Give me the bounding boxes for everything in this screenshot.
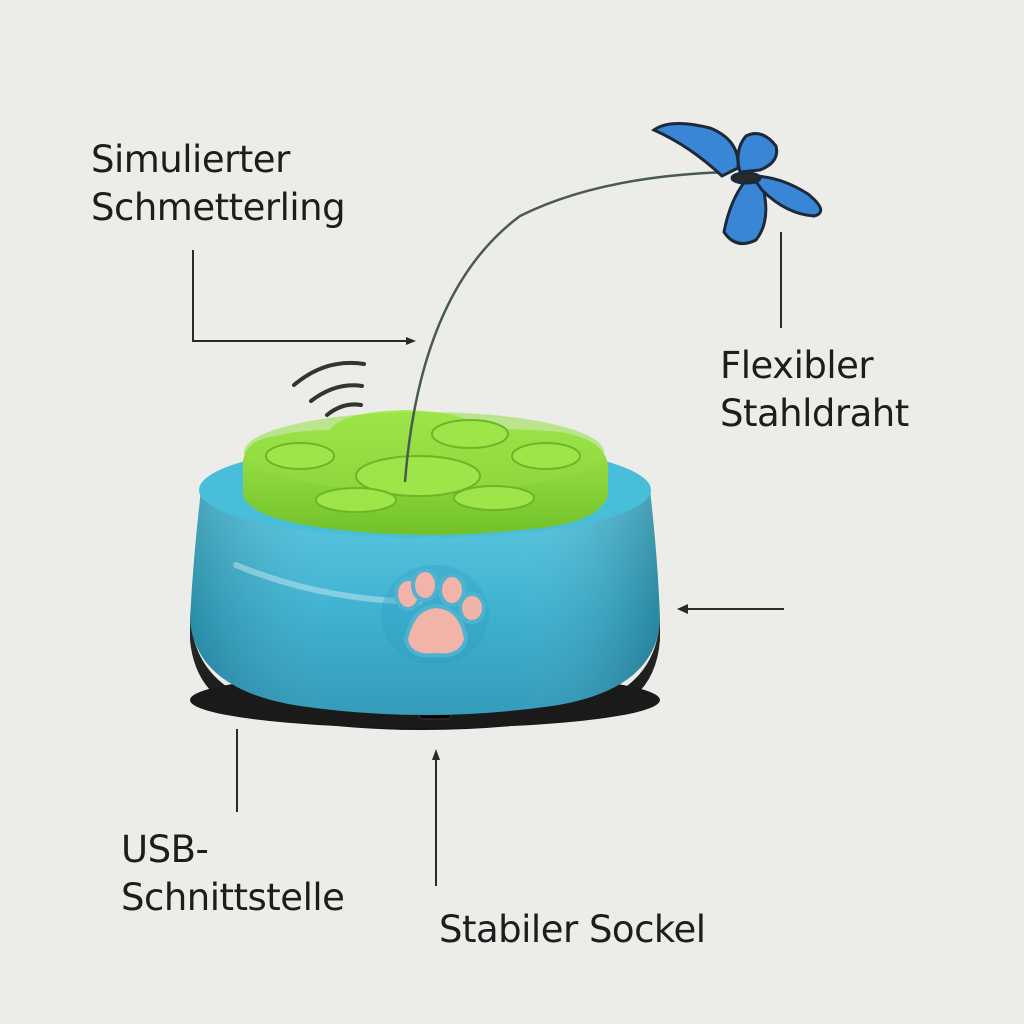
paw-toe-pad xyxy=(316,488,396,512)
butterfly-arrowhead xyxy=(406,337,416,345)
base-arrowhead xyxy=(432,749,440,760)
label-stable-base: Stabiler Sockel xyxy=(439,906,706,954)
label-line: USB- xyxy=(121,826,344,874)
paw-toe-pad xyxy=(266,443,334,469)
label-line: Flexibler xyxy=(720,342,909,390)
label-line: Simulierter xyxy=(91,136,345,184)
toy-lid xyxy=(243,410,609,535)
paw-toe-pad xyxy=(512,443,580,469)
paw-toe-pad xyxy=(432,420,508,448)
paw-badge-icon xyxy=(381,565,489,665)
sound-waves-icon xyxy=(294,363,364,415)
butterfly-icon xyxy=(654,123,821,243)
body-arrowhead xyxy=(677,604,688,614)
label-line: Schmetterling xyxy=(91,184,345,232)
label-line: Stahldraht xyxy=(720,390,909,438)
label-line: Stabiler Sockel xyxy=(439,906,706,954)
paw-toe-pad xyxy=(454,486,534,510)
label-usb-interface: USB- Schnittstelle xyxy=(121,826,344,922)
butterfly-leader xyxy=(193,250,410,341)
label-line: Schnittstelle xyxy=(121,874,344,922)
label-flexible-steel-wire: Flexibler Stahldraht xyxy=(720,342,909,438)
label-simulated-butterfly: Simulierter Schmetterling xyxy=(91,136,345,232)
